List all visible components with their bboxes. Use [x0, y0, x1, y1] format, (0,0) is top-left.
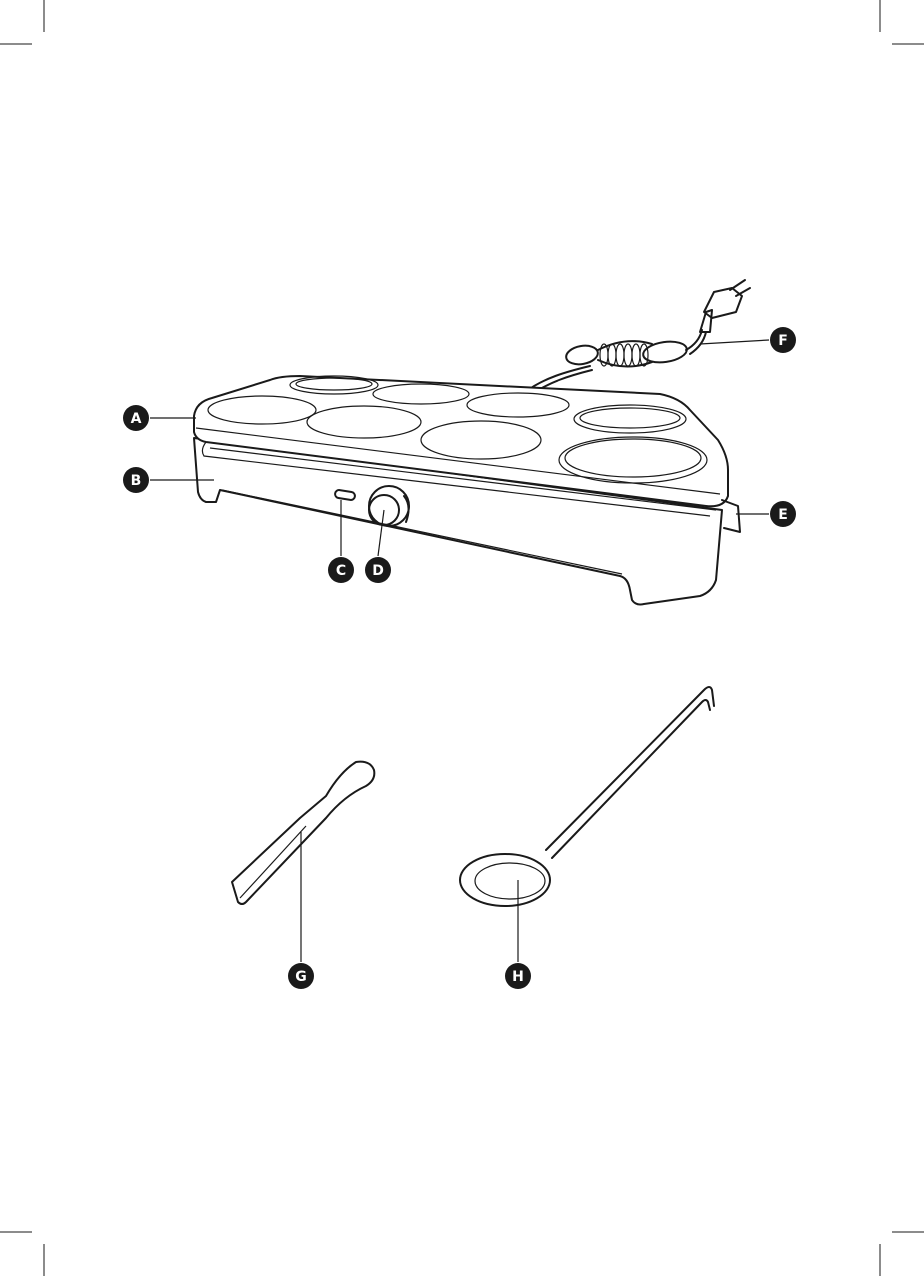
ladle — [460, 687, 714, 906]
callout-f-text: F — [778, 333, 788, 349]
callout-e: E — [770, 501, 796, 527]
callout-c: C — [328, 557, 354, 583]
callout-d-text: D — [372, 563, 384, 579]
callout-a: A — [123, 405, 149, 431]
callout-a-text: A — [131, 411, 142, 427]
callout-h-text: H — [512, 969, 524, 985]
callout-b: B — [123, 467, 149, 493]
side-handle — [722, 500, 740, 532]
callout-f: F — [770, 327, 796, 353]
callout-d: D — [365, 557, 391, 583]
spatula — [232, 762, 374, 904]
callout-g-text: G — [295, 969, 307, 985]
callout-h: H — [505, 963, 531, 989]
callout-b-text: B — [131, 473, 142, 489]
power-cord — [528, 280, 750, 394]
callout-c-text: C — [336, 563, 346, 579]
callout-g: G — [288, 963, 314, 989]
callout-e-text: E — [778, 507, 788, 523]
